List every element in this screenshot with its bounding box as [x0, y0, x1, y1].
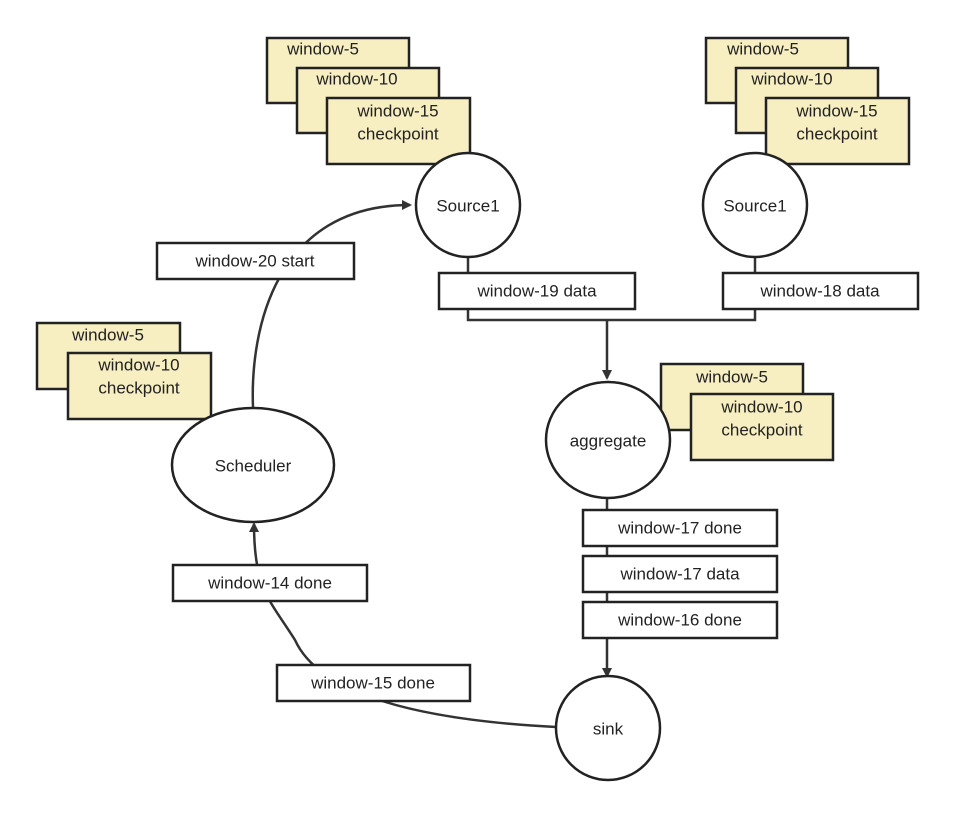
message-label: window-18 data	[759, 281, 880, 300]
checkpoint-label: window-10	[97, 355, 179, 374]
message-box: window-17 data	[581, 554, 779, 594]
checkpoint-label: window-10	[750, 69, 832, 88]
checkpoint-label: window-15	[356, 101, 438, 120]
checkpoint-label: window-10	[315, 69, 397, 88]
message-label: window-15 done	[310, 673, 435, 692]
message-box: window-14 done	[171, 563, 369, 603]
checkpoint-stack-source1-left: window-5 window-10 window-15 checkpoint	[265, 36, 472, 166]
checkpoint-stack-scheduler: window-5 window-10 checkpoint	[35, 321, 213, 421]
message-box: window-16 done	[581, 600, 779, 640]
node-label: Scheduler	[215, 456, 292, 475]
node-source1-right: Source1	[701, 151, 809, 259]
message-box: window-18 data	[721, 271, 920, 311]
checkpoint-caption: checkpoint	[98, 378, 180, 397]
message-box: window-20 start	[155, 241, 356, 281]
message-box: window-15 done	[275, 663, 472, 703]
message-label: window-17 done	[617, 518, 742, 537]
checkpoint-caption: checkpoint	[796, 124, 878, 143]
message-label: window-20 start	[194, 251, 314, 270]
checkpoint-caption: checkpoint	[357, 124, 439, 143]
message-label: window-14 done	[207, 573, 332, 592]
checkpoint-label: window-5	[726, 39, 799, 58]
message-label: window-17 data	[619, 564, 740, 583]
node-source1-left: Source1	[414, 151, 522, 259]
node-label: sink	[593, 719, 624, 738]
node-aggregate: aggregate	[544, 380, 672, 500]
message-box: window-19 data	[437, 271, 637, 311]
checkpoint-stack-source1-right: window-5 window-10 window-15 checkpoint	[704, 36, 911, 166]
node-label: aggregate	[570, 431, 647, 450]
node-label: Source1	[436, 196, 499, 215]
checkpoint-label: window-5	[695, 367, 768, 386]
checkpoint-label: window-10	[720, 397, 802, 416]
message-label: window-19 data	[476, 281, 597, 300]
node-scheduler: Scheduler	[170, 406, 336, 524]
checkpoint-label: window-5	[286, 39, 359, 58]
checkpoint-label: window-5	[71, 325, 144, 344]
checkpoint-label: window-15	[795, 101, 877, 120]
node-label: Source1	[723, 196, 786, 215]
checkpoint-caption: checkpoint	[721, 420, 803, 439]
message-label: window-16 done	[617, 610, 742, 629]
edge-scheduler-to-source1	[251, 200, 412, 408]
node-sink: sink	[554, 674, 662, 782]
checkpoint-stack-aggregate: window-5 window-10 checkpoint	[659, 362, 835, 462]
message-box: window-17 done	[581, 508, 779, 548]
